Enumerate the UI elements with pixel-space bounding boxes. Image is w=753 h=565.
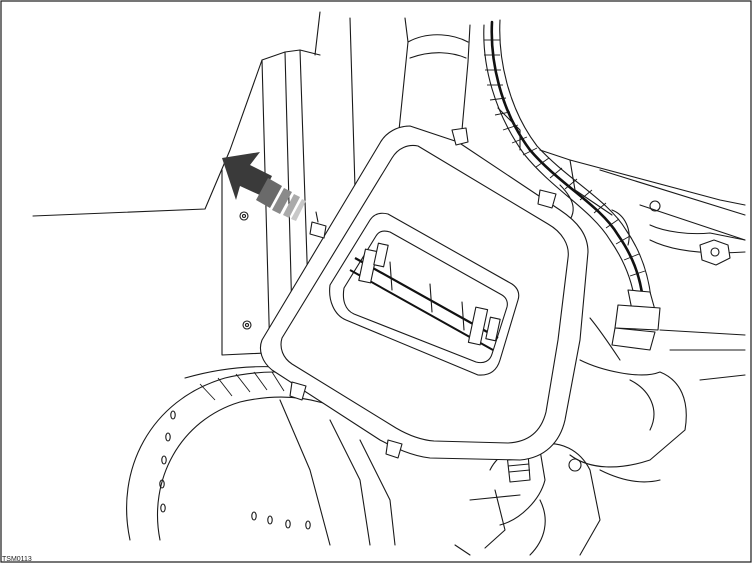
sensor-connector xyxy=(589,289,661,361)
engine-components xyxy=(497,107,746,381)
removal-direction-arrow-icon xyxy=(222,152,306,221)
intake-hose xyxy=(397,17,471,141)
figure-code-label: TSM0113 xyxy=(2,556,32,563)
module-housing xyxy=(259,125,589,461)
wiring-harness xyxy=(483,19,652,303)
